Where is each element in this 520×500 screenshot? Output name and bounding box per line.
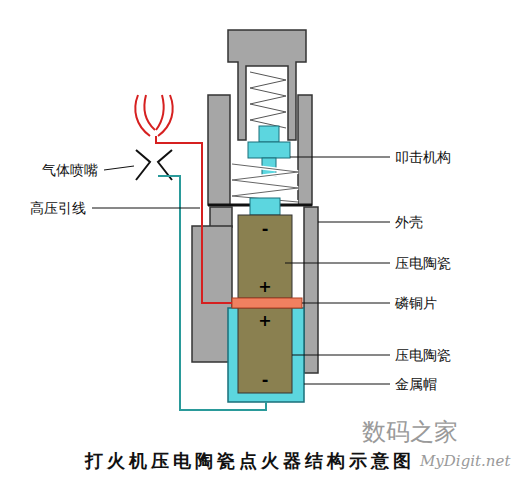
top-cap xyxy=(228,30,306,140)
housing-wall xyxy=(192,226,232,362)
electrode xyxy=(158,95,173,136)
part-label: 高压引线 xyxy=(30,199,86,217)
polarity-sign: + xyxy=(258,278,271,296)
spring xyxy=(250,72,286,128)
part-label: 外壳 xyxy=(395,213,423,231)
watermark: MyDigit.net xyxy=(420,452,510,470)
striker xyxy=(259,126,279,142)
watermark: 数码之家 xyxy=(362,418,458,446)
hv-wire xyxy=(156,136,232,303)
electrode xyxy=(144,95,155,130)
leader-lines xyxy=(92,157,390,384)
polarity-sign: + xyxy=(258,312,271,330)
spring xyxy=(232,164,298,202)
ground-wire xyxy=(158,176,266,410)
striker xyxy=(248,142,290,158)
part-label: 压电陶瓷 xyxy=(395,346,451,364)
housing-wall xyxy=(304,207,318,373)
spring xyxy=(232,164,298,202)
figure-caption: 打火机压电陶瓷点火器结构示意图 xyxy=(85,452,415,470)
part-label: 叩击机构 xyxy=(395,148,451,166)
electrode xyxy=(135,95,150,136)
part-label: 气体喷嘴 xyxy=(42,161,98,179)
spring xyxy=(250,72,286,128)
housing-wall xyxy=(210,207,232,227)
ceramic xyxy=(238,308,292,393)
part-label: 金属帽 xyxy=(395,375,437,393)
electrode xyxy=(156,95,164,130)
anvil xyxy=(250,198,280,215)
ceramic xyxy=(238,215,292,298)
housing-wall xyxy=(208,95,230,205)
polarity-sign: - xyxy=(262,220,269,238)
housing-wall xyxy=(298,95,312,205)
polarity-sign: - xyxy=(262,371,269,389)
copper-plate xyxy=(232,298,302,308)
part-label: 磷铜片 xyxy=(395,294,437,312)
part-label: 压电陶瓷 xyxy=(395,254,451,272)
